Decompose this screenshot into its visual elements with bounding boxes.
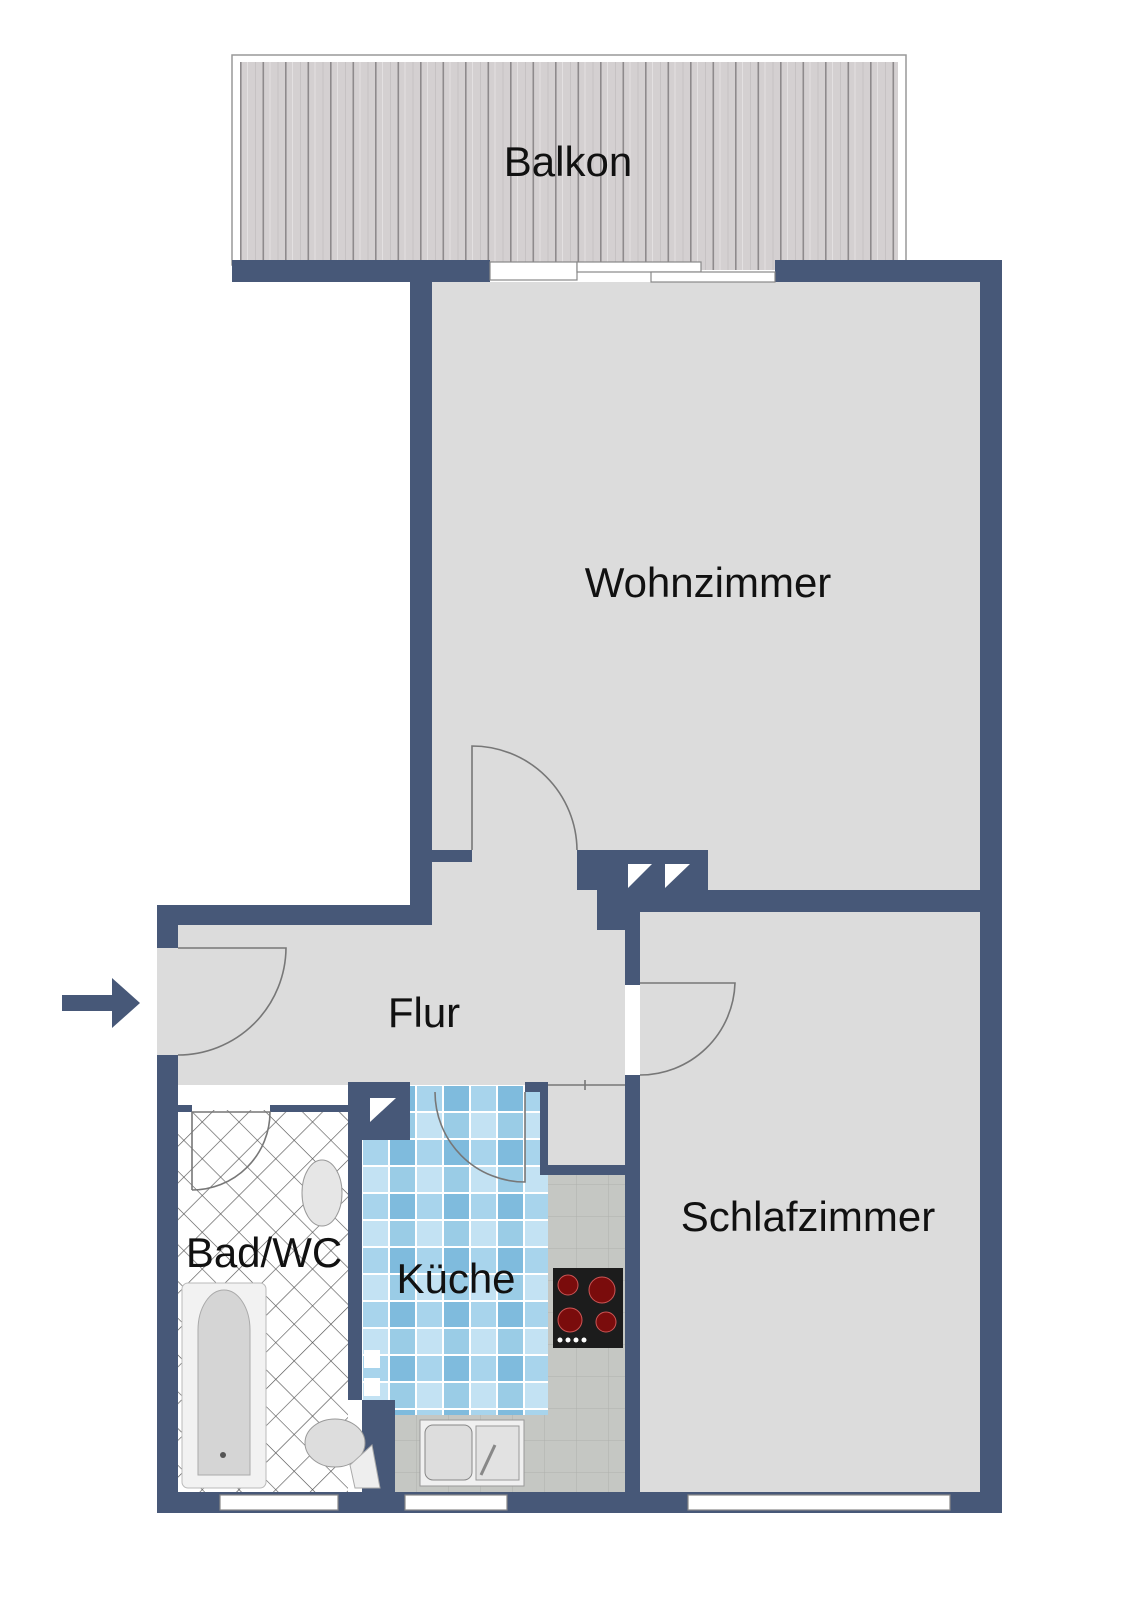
room-label-hallway: Flur	[388, 989, 460, 1036]
door-swings	[177, 745, 736, 1191]
balcony	[231, 54, 907, 270]
toilet	[304, 1418, 381, 1489]
bathtub	[181, 1282, 267, 1489]
storage-closet	[548, 1085, 625, 1165]
hallway-floor	[178, 862, 625, 1085]
washbasin	[301, 1159, 343, 1227]
stove	[553, 1268, 623, 1348]
bedroom-floor	[640, 912, 980, 1492]
shaft-icons	[364, 864, 690, 1396]
living-room-floor	[432, 282, 980, 890]
room-label-balcony: Balkon	[504, 138, 632, 185]
room-label-living-room: Wohnzimmer	[585, 559, 832, 606]
windows	[219, 261, 951, 1511]
entry-floor	[157, 948, 179, 1055]
entrance-arrow-icon	[62, 978, 140, 1028]
room-label-kitchen: Küche	[396, 1255, 515, 1302]
room-label-bedroom: Schlafzimmer	[681, 1193, 935, 1240]
room-label-bathroom: Bad/WC	[186, 1229, 342, 1276]
sink	[419, 1419, 525, 1487]
